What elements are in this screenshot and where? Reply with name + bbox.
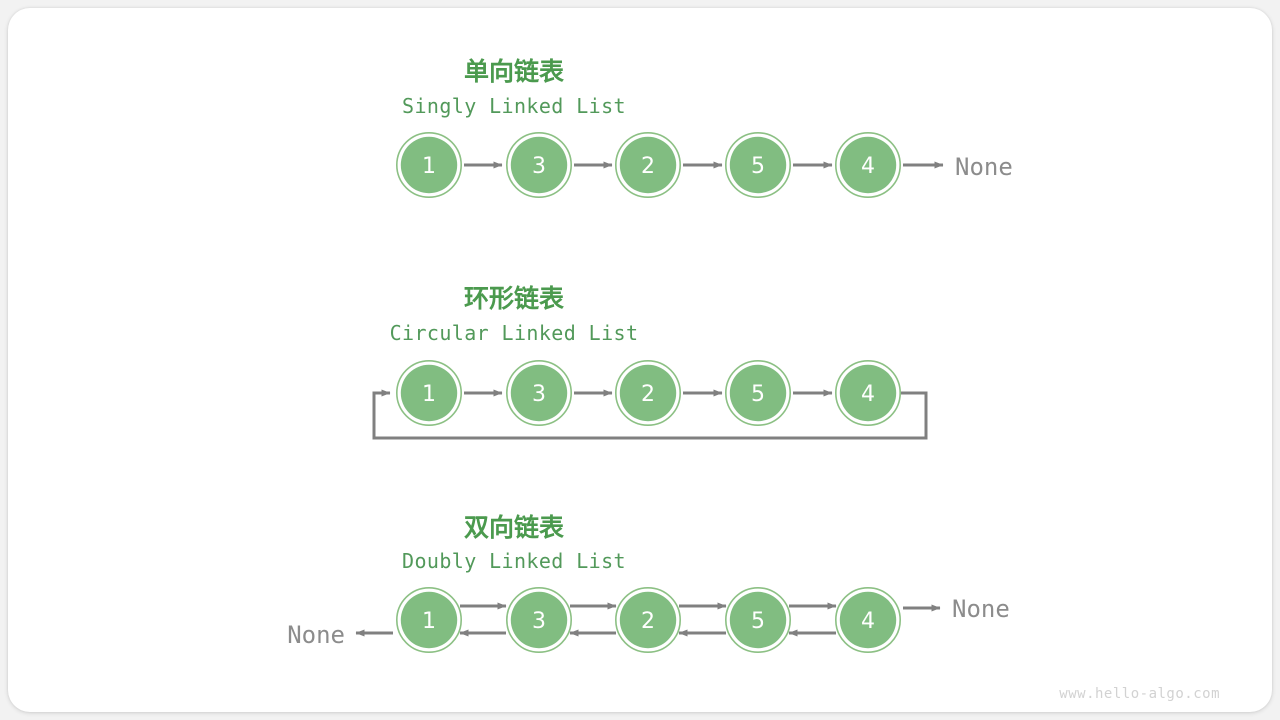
node-value: 1: [422, 609, 436, 634]
section-title-cjk-singly: 单向链表: [464, 57, 565, 86]
node-singly-4: 4: [834, 132, 901, 199]
node-value: 5: [751, 609, 765, 634]
node-value: 1: [422, 154, 436, 179]
node-value: 4: [861, 609, 875, 634]
section-title-cjk-circular: 环形链表: [464, 284, 565, 313]
node-value: 2: [641, 382, 655, 407]
linked-list-diagram: 单向链表 Singly Linked List 1: [287, 57, 1220, 702]
section-title-en-singly: Singly Linked List: [402, 94, 626, 118]
node-value: 2: [641, 609, 655, 634]
section-title-en-doubly: Doubly Linked List: [402, 549, 626, 573]
node-circular-4: 4: [834, 359, 901, 426]
node-singly-0: 1: [395, 132, 462, 199]
diagram-card: 单向链表 Singly Linked List 1: [8, 8, 1272, 712]
section-title-en-circular: Circular Linked List: [390, 321, 639, 345]
head-none-label-doubly: None: [287, 621, 345, 649]
node-doubly-3: 5: [724, 586, 791, 653]
node-value: 4: [861, 382, 875, 407]
edges-doubly-next: [460, 602, 941, 612]
section-title-cjk-doubly: 双向链表: [464, 513, 565, 542]
watermark-label: www.hello-algo.com: [1059, 686, 1220, 702]
node-circular-1: 3: [505, 359, 572, 426]
node-value: 3: [532, 154, 546, 179]
node-doubly-1: 3: [505, 586, 572, 653]
tail-none-label-doubly: None: [952, 595, 1010, 623]
tail-none-label-singly: None: [955, 153, 1013, 181]
node-circular-0: 1: [395, 359, 462, 426]
node-singly-3: 5: [724, 132, 791, 199]
node-value: 3: [532, 609, 546, 634]
node-singly-2: 2: [614, 132, 681, 199]
node-value: 2: [641, 154, 655, 179]
section-circular: 环形链表 Circular Linked List 1: [372, 284, 928, 440]
node-value: 3: [532, 382, 546, 407]
node-circular-2: 2: [614, 359, 681, 426]
node-value: 5: [751, 154, 765, 179]
section-singly: 单向链表 Singly Linked List 1: [395, 57, 1013, 199]
node-doubly-0: 1: [395, 586, 462, 653]
node-circular-3: 5: [724, 359, 791, 426]
node-value: 4: [861, 154, 875, 179]
edge-loop-back: [372, 389, 928, 440]
node-value: 1: [422, 382, 436, 407]
section-doubly: 双向链表 Doubly Linked List: [287, 513, 1010, 653]
node-doubly-4: 4: [834, 586, 901, 653]
node-doubly-2: 2: [614, 586, 681, 653]
node-value: 5: [751, 382, 765, 407]
node-singly-1: 3: [505, 132, 572, 199]
